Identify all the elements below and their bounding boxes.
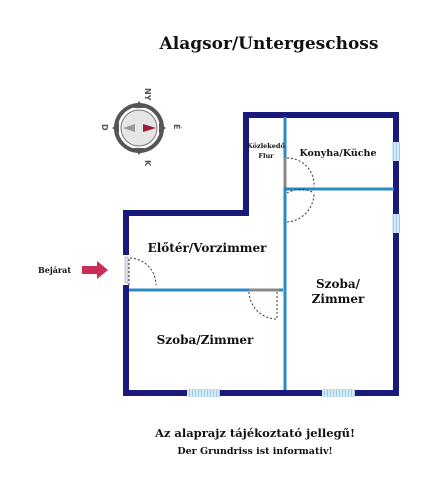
page-title: Alagsor/Untergeschoss: [159, 34, 379, 54]
room-szoba-right-line2: Zimmer: [312, 292, 365, 306]
compass-east-label: É: [172, 124, 183, 129]
window-zimmer-bottom-right: [322, 389, 355, 397]
outer-wall: [123, 112, 399, 396]
room-flur-label: Flur: [258, 152, 274, 160]
room-szoba-right-line1: Szoba/: [316, 277, 361, 291]
room-kozlekedo-label: Közlekedő: [247, 141, 285, 150]
window-zimmer-left: [187, 389, 220, 397]
compass-south-label: K: [143, 160, 152, 167]
door-zimmer-right-swing: [286, 188, 315, 223]
compass-icon: NY É K D: [100, 88, 183, 167]
room-eloter-label: Előtér/Vorzimmer: [148, 241, 268, 255]
entrance-arrow-icon: [82, 261, 108, 279]
window-kitchen: [392, 142, 400, 161]
entrance-door-swing: [128, 257, 157, 286]
compass-west-label: D: [100, 124, 109, 131]
disclaimer-german: Der Grundriss ist informativ!: [177, 446, 332, 457]
window-zimmer-right: [392, 214, 400, 233]
compass-north-label: NY: [143, 88, 152, 101]
door-zimmer-left-swing: [248, 291, 278, 320]
entrance-door: [124, 256, 129, 284]
room-szoba-left-label: Szoba/Zimmer: [157, 333, 254, 347]
room-konyha-label: Konyha/Küche: [299, 148, 376, 159]
disclaimer-hungarian: Az alaprajz tájékoztató jellegű!: [154, 426, 355, 440]
entrance-label: Bejárat: [38, 265, 71, 275]
door-kitchen-swing: [286, 157, 315, 188]
